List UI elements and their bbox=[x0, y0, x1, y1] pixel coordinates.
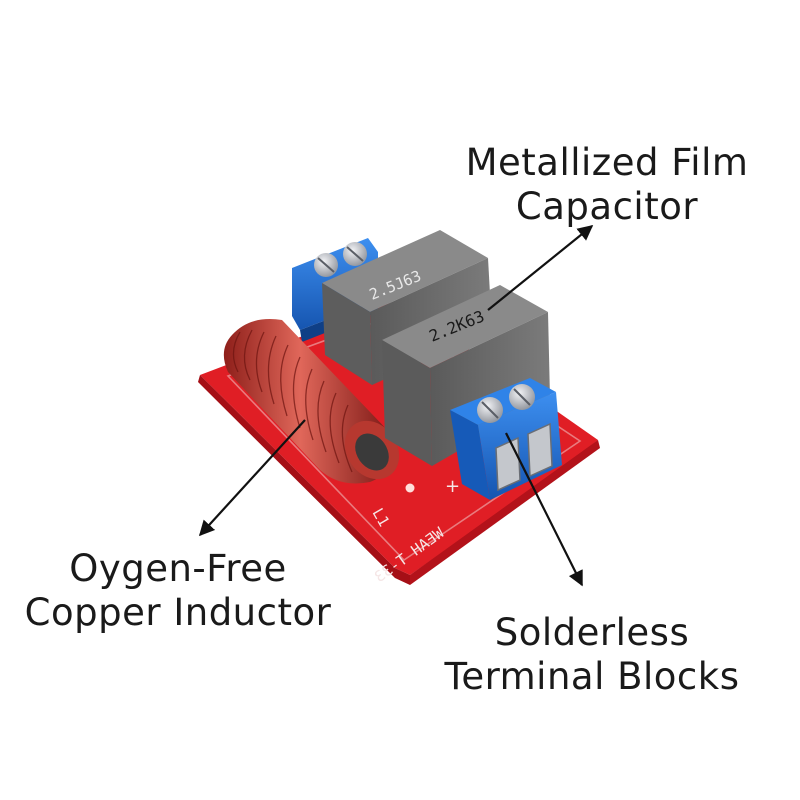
polarity-plus: + bbox=[445, 476, 460, 497]
inductor-core bbox=[355, 433, 389, 471]
inductor-coil bbox=[223, 319, 400, 484]
terminal-callout: Solderless Terminal Blocks bbox=[432, 611, 752, 699]
capacitor-callout-line1: Metallized Film bbox=[465, 141, 749, 184]
capacitor-arrow bbox=[487, 225, 594, 311]
inductor-callout: Oygen-Free Copper Inductor bbox=[18, 547, 338, 635]
mounting-hole bbox=[405, 483, 415, 493]
inductor-callout-line1: Oygen-Free bbox=[69, 547, 287, 590]
inductor-callout-line2: Copper Inductor bbox=[24, 591, 332, 634]
terminal-callout-line2: Terminal Blocks bbox=[444, 655, 740, 698]
terminal-callout-line1: Solderless bbox=[494, 611, 690, 654]
callout-arrows bbox=[198, 225, 594, 587]
capacitor-callout: Metallized Film Capacitor bbox=[462, 141, 752, 229]
capacitor-callout-line2: Capacitor bbox=[515, 185, 699, 228]
front-terminal-block bbox=[450, 378, 562, 500]
inductor-arrow bbox=[198, 419, 306, 537]
terminal-arrow bbox=[505, 432, 583, 587]
